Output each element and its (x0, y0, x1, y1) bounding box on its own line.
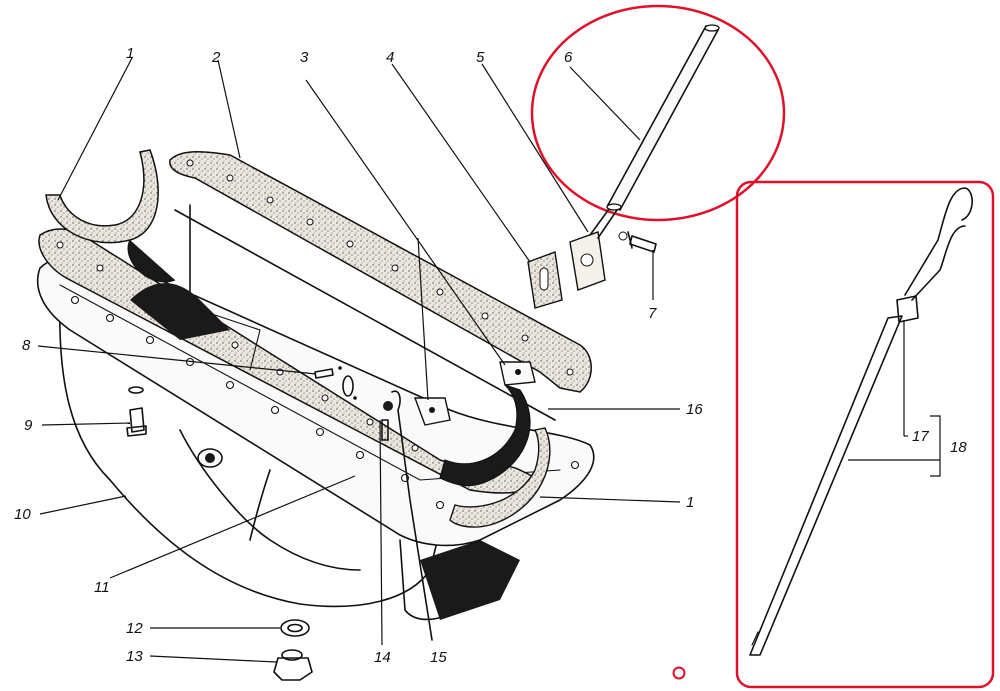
drain-plug-13 (273, 649, 313, 681)
callout-5: 5 (476, 49, 485, 66)
callout-13: 13 (126, 648, 143, 665)
callout-18: 18 (950, 439, 967, 456)
callout-9: 9 (24, 417, 33, 434)
callout-labels: 1 2 3 4 5 6 7 8 9 10 11 12 13 14 15 16 1… (14, 45, 967, 666)
bolt-8 (314, 368, 334, 379)
bolt-7 (627, 231, 657, 253)
bracket-plate (413, 361, 536, 426)
callout-14: 14 (374, 649, 391, 666)
callout-3: 3 (300, 49, 309, 66)
oil-line-15 (391, 390, 433, 641)
callout-1: 1 (126, 45, 134, 62)
callout-2: 2 (211, 49, 221, 66)
front-main-seal (439, 384, 551, 528)
mounting-plate (527, 251, 563, 309)
bolt-14 (381, 401, 393, 441)
leader-lines (37, 57, 941, 663)
highlight-circle-oil-tube (530, 4, 786, 222)
dipstick (749, 187, 973, 656)
callout-17: 17 (912, 428, 929, 445)
callout-6: 6 (564, 49, 573, 66)
callout-15: 15 (430, 649, 447, 666)
callout-7: 7 (648, 305, 657, 322)
callout-1-lower: 1 (686, 494, 694, 511)
oil-pan-inner (130, 204, 556, 421)
oil-pan-body (58, 299, 520, 621)
highlight-box-dipstick (735, 180, 995, 689)
dipstick-tube (606, 24, 720, 212)
side-gasket-long (169, 150, 592, 393)
dipstick-tube-flange (569, 204, 628, 291)
washer-12 (280, 619, 310, 637)
rear-main-seal-top (45, 149, 176, 283)
callout-8: 8 (22, 337, 31, 354)
callout-10: 10 (14, 506, 31, 523)
callout-4: 4 (386, 49, 394, 66)
bolt-9 (126, 386, 147, 437)
callout-12: 12 (126, 620, 143, 637)
small-red-mark (672, 666, 686, 680)
callout-11: 11 (94, 579, 110, 596)
callout-16: 16 (686, 401, 703, 418)
